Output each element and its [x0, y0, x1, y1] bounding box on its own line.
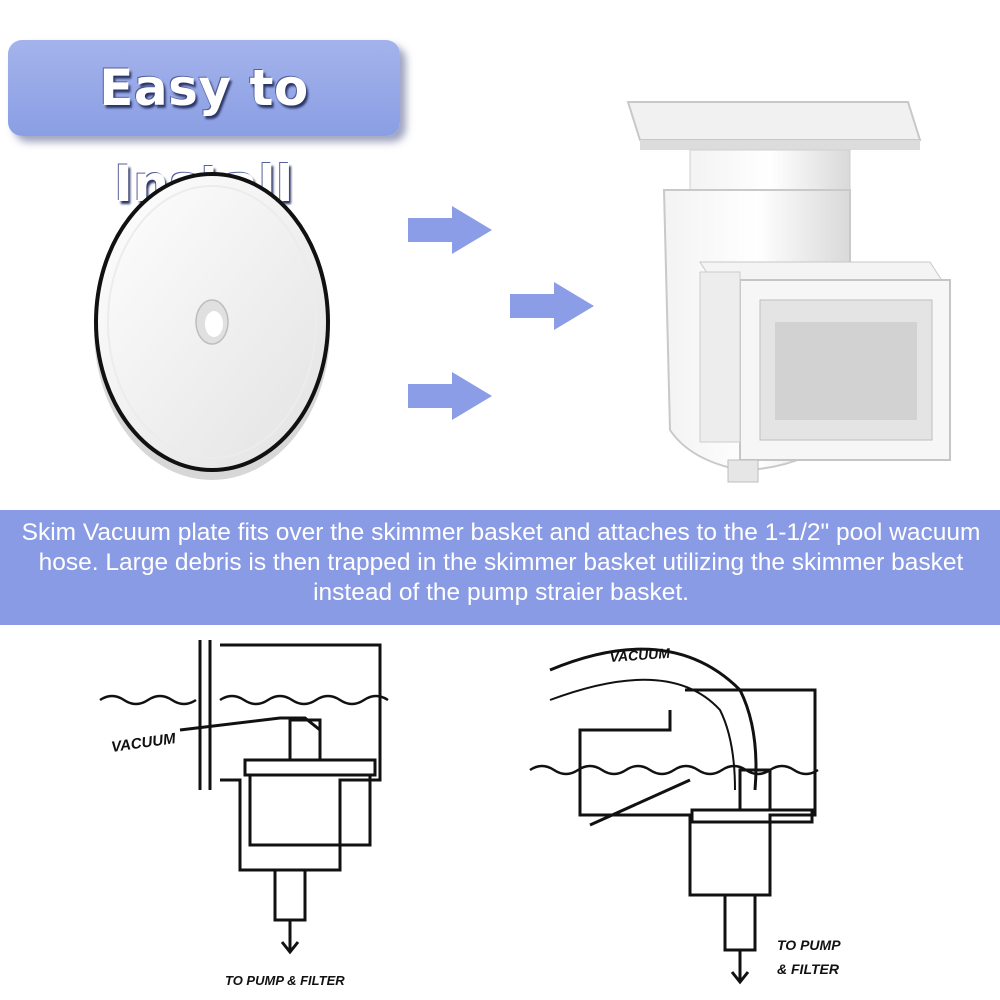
- skimmer-image: [626, 101, 951, 483]
- arrow-icon-middle: [510, 282, 594, 330]
- right-outlet-label-line2: & FILTER: [777, 961, 840, 977]
- vacuum-plate-image: [94, 172, 330, 480]
- diagram-left: VACUUM TO PUMP & FILTER: [99, 640, 389, 988]
- diagram-right: VACUUM TO PUMP & FILTER: [529, 645, 841, 985]
- description-text: Skim Vacuum plate fits over the skimmer …: [21, 519, 981, 606]
- arrow-icon-top: [408, 206, 492, 254]
- arrow-icon-bottom: [408, 372, 492, 420]
- product-illustration: [94, 101, 951, 483]
- title-badge: Easy to Install: [8, 40, 400, 213]
- left-vacuum-label: VACUUM: [110, 730, 177, 756]
- left-outlet-label: TO PUMP & FILTER: [225, 973, 345, 988]
- right-outlet-label-line1: TO PUMP: [777, 937, 841, 953]
- description-band: [0, 510, 1000, 625]
- right-vacuum-label: VACUUM: [609, 645, 671, 665]
